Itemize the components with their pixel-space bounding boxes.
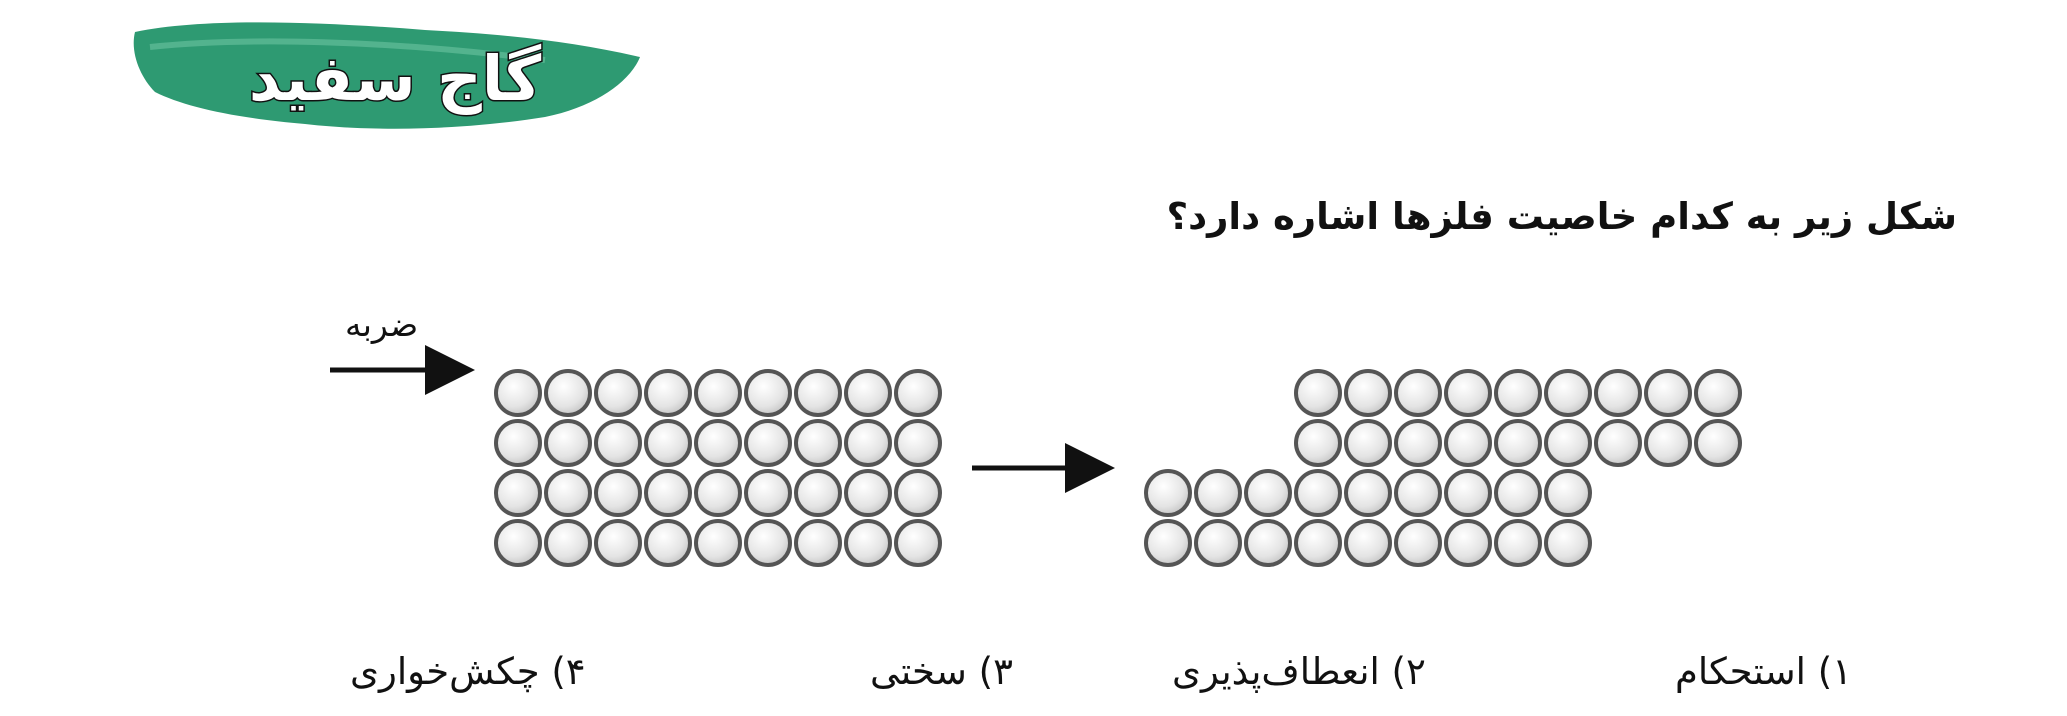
atom-ball — [644, 469, 692, 517]
atom-ball — [1294, 469, 1342, 517]
atom-ball — [1494, 519, 1542, 567]
atom-ball — [594, 369, 642, 417]
impact-label: ضربه — [345, 305, 419, 344]
atom-ball — [1344, 519, 1392, 567]
atom-ball — [794, 469, 842, 517]
logo-text: گاج سفید — [249, 42, 542, 115]
option-2[interactable]: ۲) انعطاف‌پذیری — [1172, 650, 1426, 693]
atom-ball — [1294, 519, 1342, 567]
atom-ball — [744, 369, 792, 417]
atom-ball — [694, 369, 742, 417]
atom-ball — [1444, 419, 1492, 467]
atom-ball — [1544, 419, 1592, 467]
atom-ball — [1144, 469, 1192, 517]
atom-ball — [1494, 369, 1542, 417]
atom-ball — [1544, 469, 1592, 517]
atom-ball — [1694, 419, 1742, 467]
atom-ball — [694, 419, 742, 467]
gaj-sefid-logo: گاج سفید — [133, 22, 641, 129]
atom-ball — [644, 519, 692, 567]
atom-ball — [1544, 519, 1592, 567]
atom-ball — [594, 519, 642, 567]
atom-ball — [1444, 469, 1492, 517]
atom-ball — [794, 369, 842, 417]
after-atom-grid — [1144, 369, 1742, 567]
atom-ball — [1544, 369, 1592, 417]
atom-ball — [594, 419, 642, 467]
atom-ball — [544, 419, 592, 467]
question-text: شکل زیر به کدام خاصیت فلزها اشاره دارد؟ — [1166, 195, 1957, 238]
atom-ball — [644, 369, 692, 417]
atom-ball — [1444, 369, 1492, 417]
atom-ball — [1244, 469, 1292, 517]
before-atom-grid — [494, 369, 942, 567]
metal-layers-diagram — [330, 345, 1742, 567]
atom-ball — [494, 369, 542, 417]
atom-ball — [844, 469, 892, 517]
atom-ball — [844, 419, 892, 467]
atom-ball — [694, 519, 742, 567]
atom-ball — [1194, 469, 1242, 517]
option-1[interactable]: ۱) استحکام — [1675, 650, 1853, 693]
atom-ball — [844, 519, 892, 567]
atom-ball — [1594, 369, 1642, 417]
option-4[interactable]: ۴) چکش‌خواری — [350, 650, 586, 693]
atom-ball — [1294, 369, 1342, 417]
atom-ball — [1394, 469, 1442, 517]
atom-ball — [844, 369, 892, 417]
atom-ball — [744, 469, 792, 517]
atom-ball — [744, 419, 792, 467]
atom-ball — [894, 519, 942, 567]
atom-ball — [1494, 469, 1542, 517]
atom-ball — [1194, 519, 1242, 567]
atom-ball — [494, 519, 542, 567]
atom-ball — [794, 419, 842, 467]
atom-ball — [544, 469, 592, 517]
atom-ball — [644, 419, 692, 467]
atom-ball — [1344, 369, 1392, 417]
atom-ball — [1444, 519, 1492, 567]
atom-ball — [1394, 419, 1442, 467]
atom-ball — [1644, 419, 1692, 467]
atom-ball — [1394, 369, 1442, 417]
atom-ball — [894, 469, 942, 517]
atom-ball — [1694, 369, 1742, 417]
atom-ball — [1344, 419, 1392, 467]
atom-ball — [1294, 419, 1342, 467]
atom-ball — [544, 519, 592, 567]
atom-ball — [494, 419, 542, 467]
atom-ball — [1344, 469, 1392, 517]
atom-ball — [594, 469, 642, 517]
logo-brush-streak — [149, 38, 546, 63]
atom-ball — [794, 519, 842, 567]
atom-ball — [1644, 369, 1692, 417]
atom-ball — [1144, 519, 1192, 567]
atom-ball — [1594, 419, 1642, 467]
atom-ball — [1244, 519, 1292, 567]
atom-ball — [744, 519, 792, 567]
atom-ball — [544, 369, 592, 417]
atom-ball — [694, 469, 742, 517]
atom-ball — [1394, 519, 1442, 567]
atom-ball — [1494, 419, 1542, 467]
atom-ball — [894, 419, 942, 467]
logo-brush-stroke — [133, 22, 641, 129]
atom-ball — [494, 469, 542, 517]
atom-ball — [894, 369, 942, 417]
option-3[interactable]: ۳) سختی — [870, 650, 1013, 693]
